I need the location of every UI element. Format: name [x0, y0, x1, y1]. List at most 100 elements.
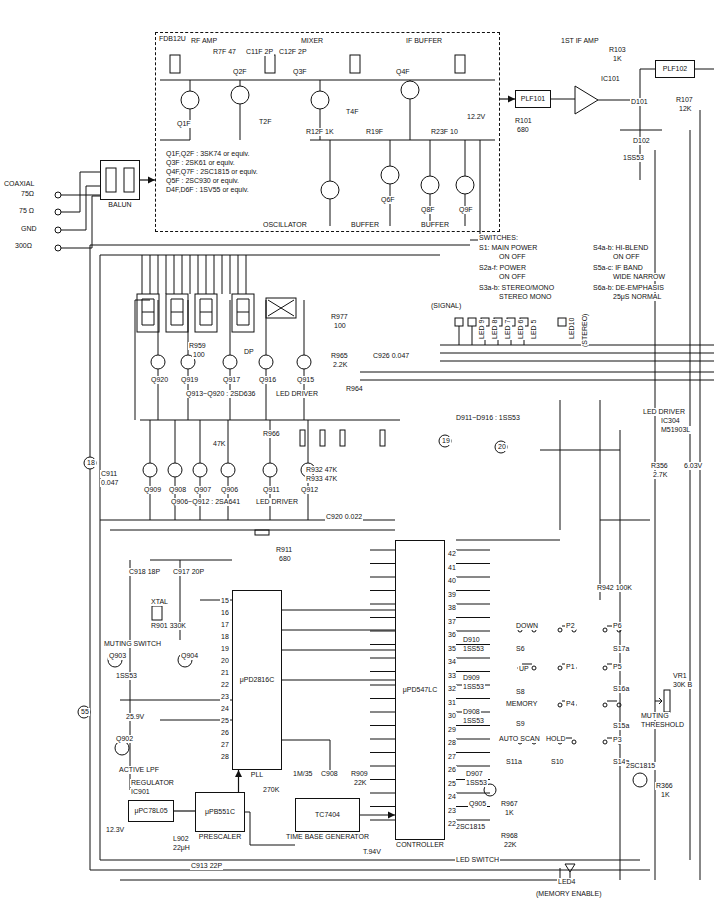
wire [150, 560, 232, 561]
component-label: S5a-c: IF BAND [592, 264, 644, 272]
switch-contact [572, 740, 576, 744]
wire [214, 255, 215, 294]
wire [575, 86, 598, 114]
wire [110, 530, 395, 531]
component-label: S11a [505, 758, 523, 766]
wire [100, 860, 640, 861]
time-base-ic: TC7404TIME BASE GENERATOR [295, 798, 360, 832]
component-label: T.94V [362, 848, 382, 856]
wire [655, 150, 656, 880]
wire [240, 80, 241, 86]
switch-contact [617, 703, 621, 707]
component-label: LED 6 [517, 319, 525, 340]
transistor-symbol [181, 91, 199, 109]
component-label: Q2F [232, 68, 248, 76]
component-label: Q906~Q912 : 2SA641 [170, 498, 241, 506]
wire [695, 69, 714, 70]
wire [620, 430, 621, 880]
part-caption: TIME BASE GENERATOR [286, 833, 369, 841]
balun-transformer: BALUN [100, 160, 140, 200]
component-label: DOWN [515, 622, 539, 630]
connector-circle [78, 706, 90, 718]
pin-number: 27 [447, 753, 457, 761]
connector-number: 18 [86, 459, 96, 467]
pin-number: 35 [447, 645, 457, 653]
component-label: HOLD [545, 735, 566, 743]
component-label: R977 [330, 313, 349, 321]
resistor-symbol [340, 430, 345, 446]
component-label: Q905 [468, 800, 487, 808]
wire [360, 372, 714, 373]
component-label: 1K [612, 55, 623, 63]
wire [659, 698, 662, 704]
wire [150, 477, 151, 520]
wire [456, 671, 490, 672]
connector-number: 55 [80, 708, 90, 716]
component-label: C11F 2P [245, 48, 274, 56]
component-label: REGULATOR [130, 779, 175, 787]
wire [456, 550, 490, 551]
pin-number: 31 [447, 699, 457, 707]
wire [598, 69, 655, 100]
component-label: 25μS NORMAL [612, 293, 662, 301]
component-label: R932 47K [305, 466, 338, 474]
wire [370, 658, 395, 659]
component-label: P5 [612, 663, 623, 671]
transistor-symbol [259, 355, 273, 369]
component-label: Q917 [222, 376, 241, 384]
component-label: C12F 2P [278, 48, 308, 56]
wire [456, 631, 490, 632]
pin-number: 33 [447, 672, 457, 680]
wire [456, 766, 490, 767]
wire [565, 864, 575, 872]
component-label: LED10 [568, 317, 576, 340]
transistor-symbol [193, 463, 207, 477]
component-label: AUTO SCAN [498, 735, 541, 743]
wire [472, 326, 473, 345]
transistor-symbol [143, 463, 157, 477]
wire [440, 345, 714, 346]
wire [308, 420, 309, 463]
signal-connector [500, 98, 515, 99]
wire [270, 420, 271, 463]
pin-number: 15 [220, 597, 230, 605]
switch-contact [603, 628, 607, 632]
pin-number: 37 [447, 618, 457, 626]
node-body: μPD2816C [233, 591, 281, 769]
part-number: FDB12U [159, 35, 186, 43]
display-digit [195, 294, 217, 332]
switch-contact [558, 703, 562, 707]
coil-symbol [124, 168, 134, 192]
component-label: Q913~Q920 : 2SD636 [185, 390, 256, 398]
pin-number: 40 [447, 577, 457, 585]
wire [370, 779, 395, 780]
component-label: 1SS53 [465, 779, 488, 787]
pin-number: 22 [447, 820, 457, 828]
pin-number: 16 [220, 609, 230, 617]
component-label: T4F [345, 108, 359, 116]
switch-contact [558, 666, 562, 670]
component-label: Q908 [168, 486, 187, 494]
transistor-symbol [633, 773, 647, 787]
component-label: 300Ω [14, 242, 33, 250]
component-label: 1SS53 [462, 645, 485, 653]
transistor-symbol [223, 355, 237, 369]
component-label: 12.3V [105, 826, 125, 834]
wire [540, 450, 620, 451]
component-label: C917 20P [172, 568, 205, 576]
component-label: RF AMP [190, 37, 218, 45]
wire [282, 650, 395, 651]
pin-number: 26 [220, 729, 230, 737]
node-body: PLF102 [656, 61, 694, 77]
transistor-symbol [401, 81, 419, 99]
component-label: C911 [100, 470, 118, 478]
pin-number: 32 [447, 685, 457, 693]
component-label: R101 [514, 117, 533, 125]
wire [61, 172, 100, 212]
coil-symbol [455, 55, 465, 73]
component-label: R966 [262, 430, 281, 438]
pin-number: 38 [447, 604, 457, 612]
component-label: C926 0.047 [372, 352, 410, 360]
component-label: Q902 [115, 735, 134, 743]
